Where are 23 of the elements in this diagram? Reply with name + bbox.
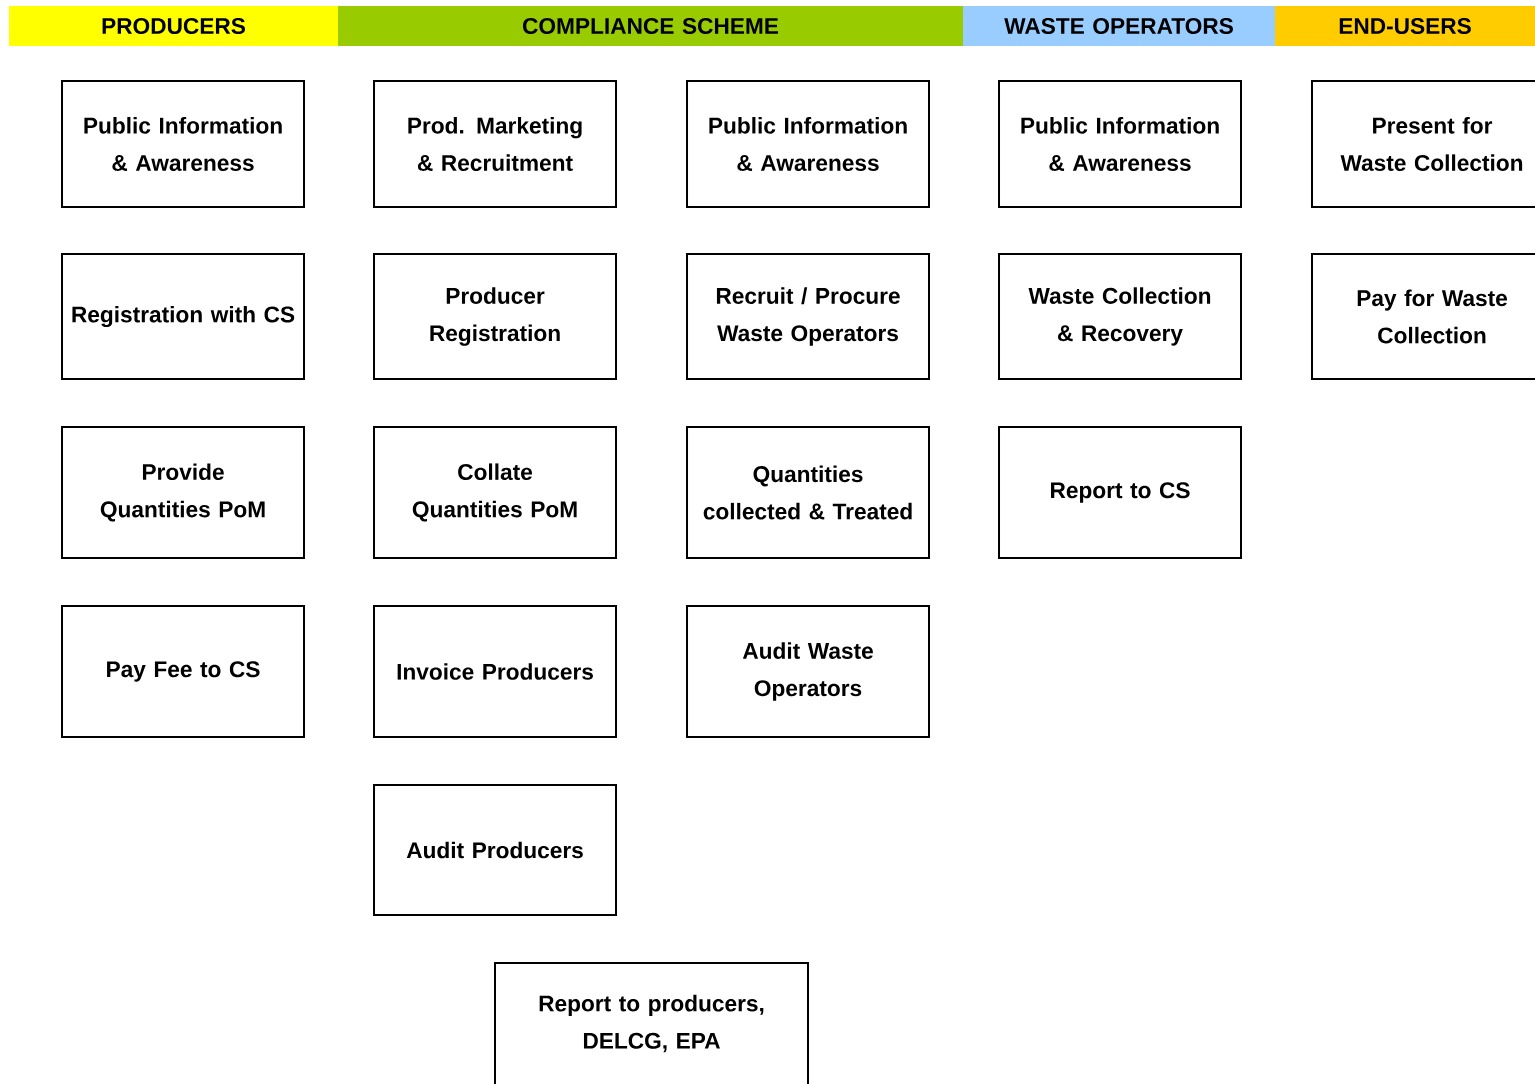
process-box: Producer Registration [373, 253, 617, 380]
process-box: Quantities collected & Treated [686, 426, 930, 559]
process-box: Audit Waste Operators [686, 605, 930, 738]
process-box: Collate Quantities PoM [373, 426, 617, 559]
process-box: Pay Fee to CS [61, 605, 305, 738]
column-header: COMPLIANCE SCHEME [338, 6, 963, 46]
column-header: END-USERS [1275, 6, 1535, 46]
process-box: Report to CS [998, 426, 1242, 559]
process-box: Provide Quantities PoM [61, 426, 305, 559]
process-box: Waste Collection & Recovery [998, 253, 1242, 380]
column-header: WASTE OPERATORS [963, 6, 1275, 46]
process-box: Public Information & Awareness [61, 80, 305, 208]
column-header: PRODUCERS [9, 6, 338, 46]
process-box: Recruit / Procure Waste Operators [686, 253, 930, 380]
process-box: Public Information & Awareness [998, 80, 1242, 208]
process-box: Report to producers, DELCG, EPA [494, 962, 809, 1084]
process-box: Pay for Waste Collection [1311, 253, 1535, 380]
process-box: Public Information & Awareness [686, 80, 930, 208]
process-box: Audit Producers [373, 784, 617, 916]
process-box: Prod. Marketing & Recruitment [373, 80, 617, 208]
process-box: Present for Waste Collection [1311, 80, 1535, 208]
process-box: Invoice Producers [373, 605, 617, 738]
process-box: Registration with CS [61, 253, 305, 380]
